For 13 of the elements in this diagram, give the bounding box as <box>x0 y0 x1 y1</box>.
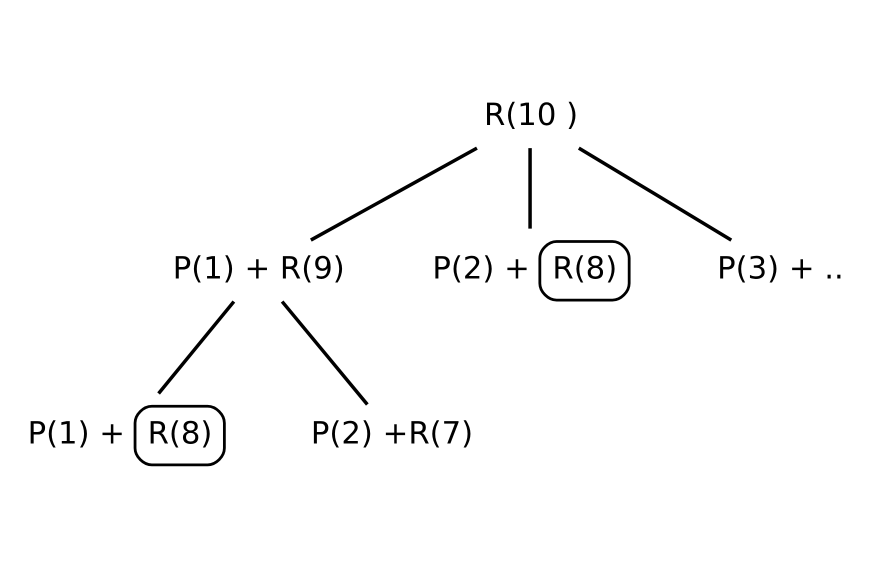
connector <box>310 146 478 242</box>
node-text: P(1) + R(9) <box>172 251 345 286</box>
connector <box>578 146 732 242</box>
node-box: R(8) <box>134 404 226 466</box>
node-text: P(3) + .. <box>717 251 844 286</box>
node-label: P(2) + <box>432 251 530 286</box>
node-text: P(2) +R(7) <box>310 416 474 451</box>
node-label: P(1) + <box>28 416 126 451</box>
connector <box>528 148 532 228</box>
node-box: R(8) <box>538 240 631 302</box>
connector <box>157 300 236 394</box>
node-text: R(10 ) <box>484 98 578 133</box>
connector <box>280 300 369 406</box>
